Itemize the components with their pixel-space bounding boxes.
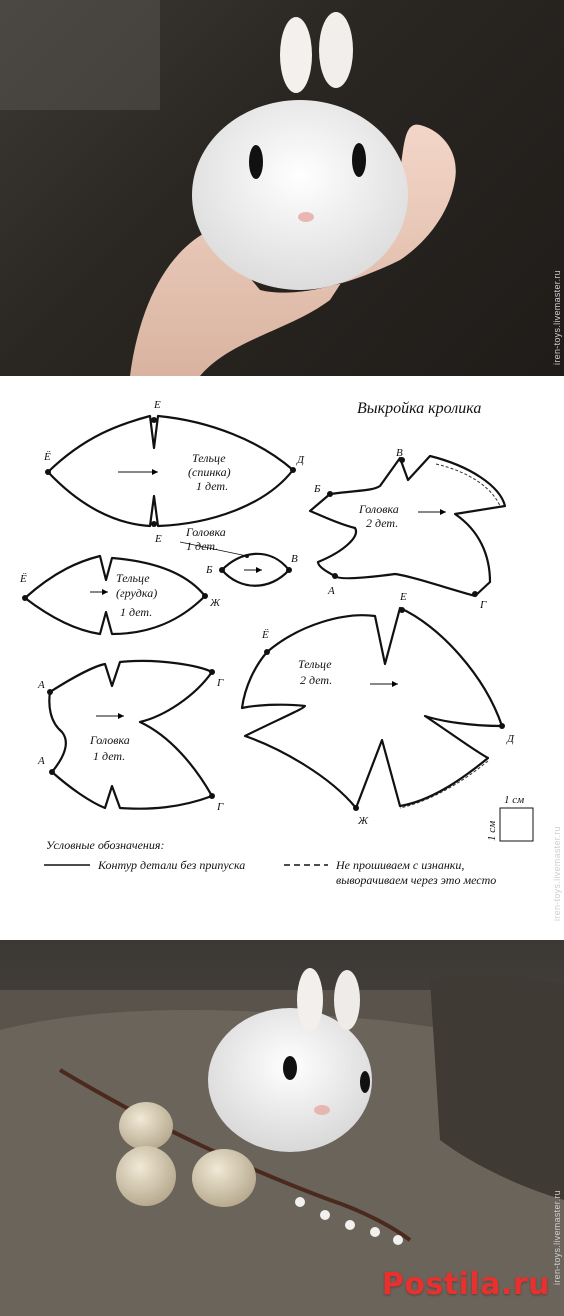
point-label: Г bbox=[216, 801, 224, 813]
point-label: Е bbox=[153, 399, 161, 411]
point-label: А bbox=[37, 679, 45, 691]
point-label: В bbox=[396, 447, 403, 459]
scale-label: 1 см bbox=[486, 821, 498, 841]
piece-label: Тельце bbox=[298, 657, 332, 671]
piece-label: (грудка) bbox=[116, 586, 157, 600]
piece-label: 1 дет. bbox=[196, 479, 228, 493]
piece-label: Головка bbox=[358, 502, 399, 516]
point-label: Г bbox=[216, 677, 224, 689]
piece-head-side: В Б А Г Головка 2 дет. bbox=[308, 447, 507, 611]
point-label: Е bbox=[154, 533, 162, 545]
postila-logo: Postila.ru bbox=[381, 1267, 550, 1302]
piece-body-side: Ё Е Д Ж Тельце 2 дет. bbox=[240, 591, 515, 827]
piece-label: Головка bbox=[89, 733, 130, 747]
point-label: Е bbox=[399, 591, 407, 603]
point-label: Б bbox=[205, 564, 213, 576]
piece-label: Тельце bbox=[192, 451, 226, 465]
piece-label: 1 дет. bbox=[93, 749, 125, 763]
pattern-svg: Выкройка кролика Е Ё Д Е Тельце (спинка)… bbox=[19, 399, 534, 887]
point-label: Ж bbox=[357, 815, 369, 827]
scale-square: 1 см 1 см bbox=[486, 794, 534, 842]
legend-solid-label: Контур детали без припуска bbox=[97, 858, 245, 872]
piece-label: Тельце bbox=[116, 571, 150, 585]
piece-label: 2 дет. bbox=[366, 516, 398, 530]
legend-title: Условные обозначения: bbox=[46, 838, 164, 852]
watermark-top: iren-toys.livemaster.ru bbox=[552, 270, 562, 365]
piece-small-head: Б В Головка 1 дет. bbox=[179, 525, 298, 587]
point-label: Ж bbox=[209, 597, 221, 609]
piece-label: 1 дет. bbox=[120, 605, 152, 619]
point-label: Ё bbox=[261, 629, 269, 641]
piece-label: 2 дет. bbox=[300, 673, 332, 687]
point-label: А bbox=[37, 755, 45, 767]
legend: Условные обозначения: Контур детали без … bbox=[44, 838, 496, 887]
piece-label: (спинка) bbox=[188, 465, 231, 479]
watermark-middle: iren-toys.livemaster.ru bbox=[552, 826, 562, 921]
point-label: Д bbox=[506, 733, 515, 745]
point-label: А bbox=[327, 585, 335, 597]
scale-label: 1 см bbox=[504, 794, 524, 806]
point-label: В bbox=[291, 553, 298, 565]
legend-dashed-label: выворачиваем через это место bbox=[336, 873, 496, 887]
point-label: Ё bbox=[19, 573, 27, 585]
photo-bunny-with-eggs: iren-toys.livemaster.ru Postila.ru bbox=[0, 940, 564, 1316]
pattern-title: Выкройка кролика bbox=[357, 400, 481, 417]
bunny-eggs-illustration bbox=[0, 968, 564, 1316]
bunny-hand-illustration bbox=[0, 0, 456, 376]
watermark-bottom: iren-toys.livemaster.ru bbox=[552, 1190, 562, 1285]
point-label: Б bbox=[313, 483, 321, 495]
piece-label: Головка bbox=[185, 525, 226, 539]
legend-dashed-label: Не прошиваем с изнанки, bbox=[335, 858, 464, 872]
point-label: Д bbox=[296, 454, 305, 466]
piece-chest-body: Ё Ж Тельце (грудка) 1 дет. bbox=[19, 554, 221, 636]
piece-label: 1 дет. bbox=[186, 539, 218, 553]
piece-head-front: А А Г Г Головка 1 дет. bbox=[37, 659, 224, 813]
pattern-diagram: Выкройка кролика Е Ё Д Е Тельце (спинка)… bbox=[0, 376, 564, 940]
point-label: Ё bbox=[43, 451, 51, 463]
point-label: Г bbox=[479, 599, 487, 611]
photo-bunny-in-hand: iren-toys.livemaster.ru bbox=[0, 0, 564, 376]
piece-back-body: Е Ё Д Е Тельце (спинка) 1 дет. bbox=[43, 399, 305, 545]
